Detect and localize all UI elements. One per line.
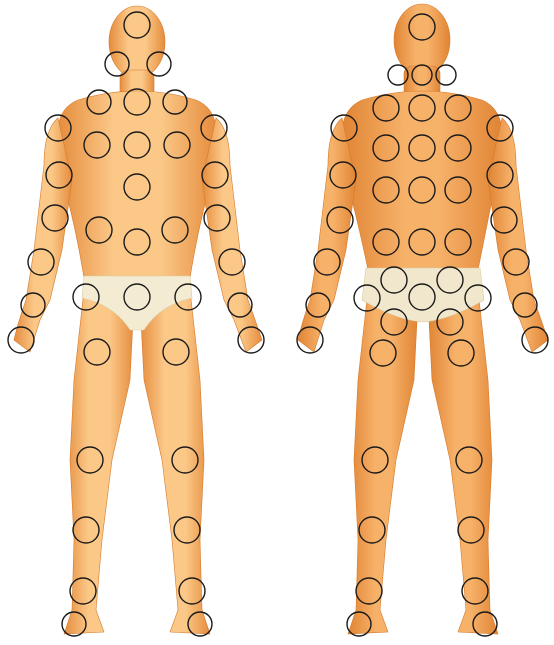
front-right-arm [202,118,262,352]
front-torso [58,91,216,278]
back-left-arm [298,118,356,352]
back-torso [342,91,502,270]
back-figure [298,4,548,634]
back-right-arm [488,118,548,352]
front-head [109,6,165,78]
back-right-leg [428,290,498,634]
front-right-leg [140,290,210,634]
front-left-leg [64,290,134,634]
front-figure [14,6,262,634]
front-left-arm [14,118,72,352]
